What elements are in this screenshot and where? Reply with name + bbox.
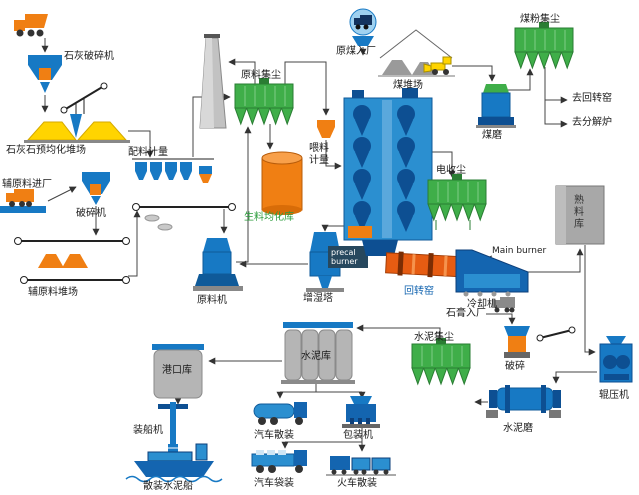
label-aux-material-yard: 辅原料堆场 [28, 287, 78, 298]
bag-truck-icon [251, 450, 307, 473]
label-coal-dust-collector: 煤粉集尘 [520, 14, 560, 25]
label-limestone-crusher: 石灰破碎机 [64, 51, 114, 62]
label-packing-machine: 包装机 [343, 430, 373, 441]
feed-metering-hopper-icon [317, 120, 335, 138]
precal-burner-box [328, 246, 368, 268]
aux-conveyor-1-icon [14, 237, 130, 245]
label-raw-coal-entry: 原煤入厂 [336, 46, 376, 57]
label-batching: 配料计量 [128, 147, 168, 158]
label-raw-meal-silo: 生料均化库 [244, 212, 294, 223]
label-cement-dust-collector: 水泥集尘 [414, 332, 454, 343]
label-clinker-silo: 熟料库 [571, 194, 583, 230]
limestone-crusher-icon [28, 55, 62, 93]
aux-truck-icon [0, 189, 46, 213]
label-coal-yard: 煤堆场 [393, 80, 423, 91]
port-silo-icon [152, 344, 204, 399]
label-cooler: 冷却机 [467, 299, 497, 310]
label-to-rotary-kiln: 去回转窑 [572, 93, 612, 104]
coal-dust-collector-icon [514, 21, 574, 69]
esp-legs [435, 220, 471, 230]
raw-dust-collector-icon [234, 77, 294, 125]
label-coal-mill: 煤磨 [482, 130, 502, 141]
wheel-loader-icon [423, 56, 452, 75]
train-icon [326, 456, 396, 476]
label-ship-loader: 装船机 [133, 425, 163, 436]
label-truck-bulk: 汽车散装 [254, 430, 294, 441]
label-limestone-yard: 石灰石预均化堆场 [6, 145, 86, 156]
cooler-icon [455, 249, 529, 297]
aux-piles-icon [38, 254, 88, 268]
label-precal-burner: precal burner [331, 248, 358, 267]
aux-crusher-icon [82, 172, 110, 205]
gypsum-truck-icon [492, 297, 515, 313]
preheater-tower-icon [343, 88, 433, 256]
label-cement-silo: 水泥库 [301, 351, 331, 362]
raw-meal-silo-icon [261, 151, 303, 215]
clinker-silo-icon [555, 185, 605, 245]
incline-conveyor-icon [60, 82, 108, 114]
dump-truck-icon [14, 14, 48, 37]
label-main-burner: Main burner [492, 246, 547, 256]
label-train-bulk: 火车散装 [337, 478, 377, 489]
roller-press-icon [599, 336, 633, 383]
bulk-tanker-truck-icon [253, 402, 307, 425]
label-to-calciner: 去分解炉 [572, 117, 612, 128]
small-conveyor-icon [536, 326, 576, 342]
label-esp: 电收尘 [436, 165, 466, 176]
cement-mill-icon [486, 385, 561, 418]
label-feed-metering: 喂料计量 [309, 143, 329, 166]
label-humidifier-tower: 增湿塔 [303, 293, 333, 304]
label-port-silo: 港口库 [162, 365, 192, 376]
packing-machine-icon [342, 396, 380, 428]
label-raw-dust-collector: 原料集尘 [241, 70, 281, 81]
limestone-yard-icon [24, 102, 130, 143]
raw-mill-icon [193, 238, 243, 291]
bulk-ship-icon [125, 443, 223, 483]
label-rotary-kiln: 回转窑 [404, 286, 434, 297]
cement-silos-icon [281, 322, 355, 384]
gypsum-crusher-icon [504, 326, 530, 358]
batching-hoppers-icon [132, 158, 214, 183]
label-bulk-cement-ship: 散装水泥船 [143, 481, 193, 492]
label-aux-crusher: 破碎机 [76, 208, 106, 219]
coal-receiving-icon [349, 8, 377, 46]
label-roller-press: 辊压机 [599, 390, 629, 401]
aux-conveyor-2-icon [20, 276, 130, 284]
esp-icon [427, 173, 487, 221]
label-crushing: 破碎 [505, 361, 525, 372]
label-cement-mill: 水泥磨 [503, 423, 533, 434]
batching-conveyor-icon [132, 203, 236, 231]
coal-mill-icon [476, 84, 516, 128]
label-raw-mill: 原料机 [197, 295, 227, 306]
label-gypsum-entry: 石膏入厂 [446, 308, 486, 319]
label-truck-bag: 汽车袋装 [254, 478, 294, 489]
label-aux-material-entry: 辅原料进厂 [2, 179, 52, 190]
chimney-icon [199, 34, 227, 129]
cement-dust-collector-icon [411, 337, 471, 385]
